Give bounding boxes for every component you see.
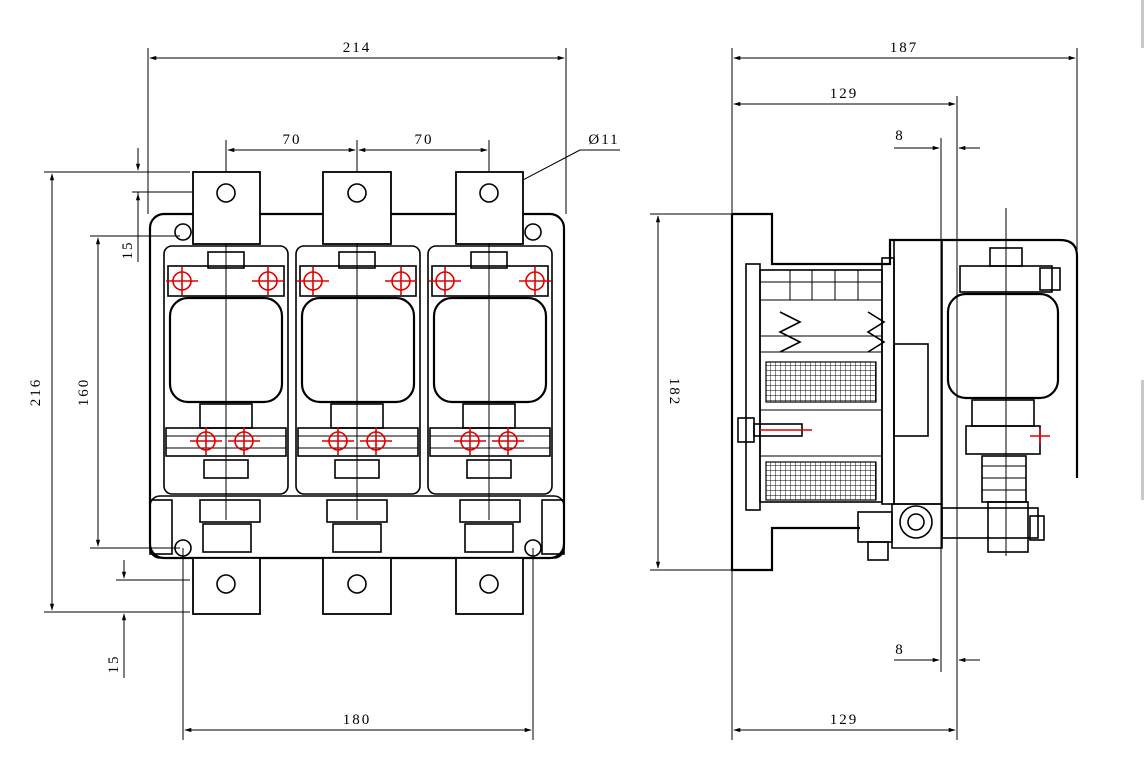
terminal-top [192,171,261,245]
dim-side-depth-lower: 129 [731,570,956,740]
dim-terminal-offsets: 15 15 [106,148,192,678]
dim-label-o11: Ø11 [588,132,619,148]
terminal-bottom [322,557,392,615]
dim-label-129-top: 129 [830,86,859,102]
terminal-hole [216,183,236,203]
side-body-outline [732,212,1079,478]
vacuum-interrupter [432,296,548,404]
pole-1 [163,171,289,615]
dim-front-width-overall: 214 [147,40,567,214]
front-view: 214 70 70 Ø11 216 160 [28,40,620,740]
pole-3 [427,171,553,615]
dim-label-216: 216 [28,378,44,407]
dim-label-160: 160 [76,378,92,407]
pole-2 [295,171,421,615]
side-vacuum-interrupter [946,292,1060,400]
terminal-hole [347,183,367,203]
terminal-top [455,171,524,245]
terminal-hole [479,574,499,594]
dim-label-8-top: 8 [895,128,905,144]
mount-hole-bl [174,539,192,557]
armature [893,239,943,505]
mount-hole-tl [174,223,192,241]
terminal-bottom [455,557,524,615]
terminal-hole [479,183,499,203]
pole-housing [295,245,421,495]
side-view: 187 129 8 182 8 [650,40,1079,740]
dim-label-214: 214 [343,40,372,56]
dim-label-70-left: 70 [283,132,302,148]
mount-hole-br [524,539,542,557]
window-edge-top [1141,0,1144,48]
dim-terminal-thickness-bottom: 8 [894,556,980,740]
dim-mounting-width: 180 [182,548,534,740]
dim-side-height: 182 [650,213,772,571]
coil-winding-lower [765,461,877,501]
dim-label-129-bottom: 129 [830,712,859,728]
dim-front-height: 216 160 [28,171,190,613]
left-bracket [149,499,173,555]
dim-label-70-right: 70 [415,132,434,148]
pivot [899,505,933,539]
dim-side-depth-upper: 129 [733,86,958,240]
terminal-bottom [192,557,261,615]
coil-end-plate [745,263,761,511]
mount-hole-tr [524,223,542,241]
dim-label-15-bottom: 15 [106,655,122,674]
dim-label-182: 182 [666,378,682,407]
dim-pole-pitch: 70 70 [225,132,490,172]
dim-label-180: 180 [343,712,372,728]
coil-winding-upper [765,361,877,403]
dim-label-8-bottom: 8 [895,642,905,658]
terminal-hole [216,574,236,594]
dim-terminal-thickness-top: 8 [894,128,980,240]
window-edge-mid [1141,380,1144,500]
terminal-top [322,171,392,245]
pole-housing [427,245,553,495]
dim-side-depth-overall: 187 [731,40,1078,478]
terminal-hole [347,574,367,594]
right-bracket [541,499,565,555]
dim-label-15-top: 15 [120,241,136,260]
vacuum-interrupter [300,296,416,404]
dim-label-187: 187 [890,40,919,56]
spring [778,311,802,353]
